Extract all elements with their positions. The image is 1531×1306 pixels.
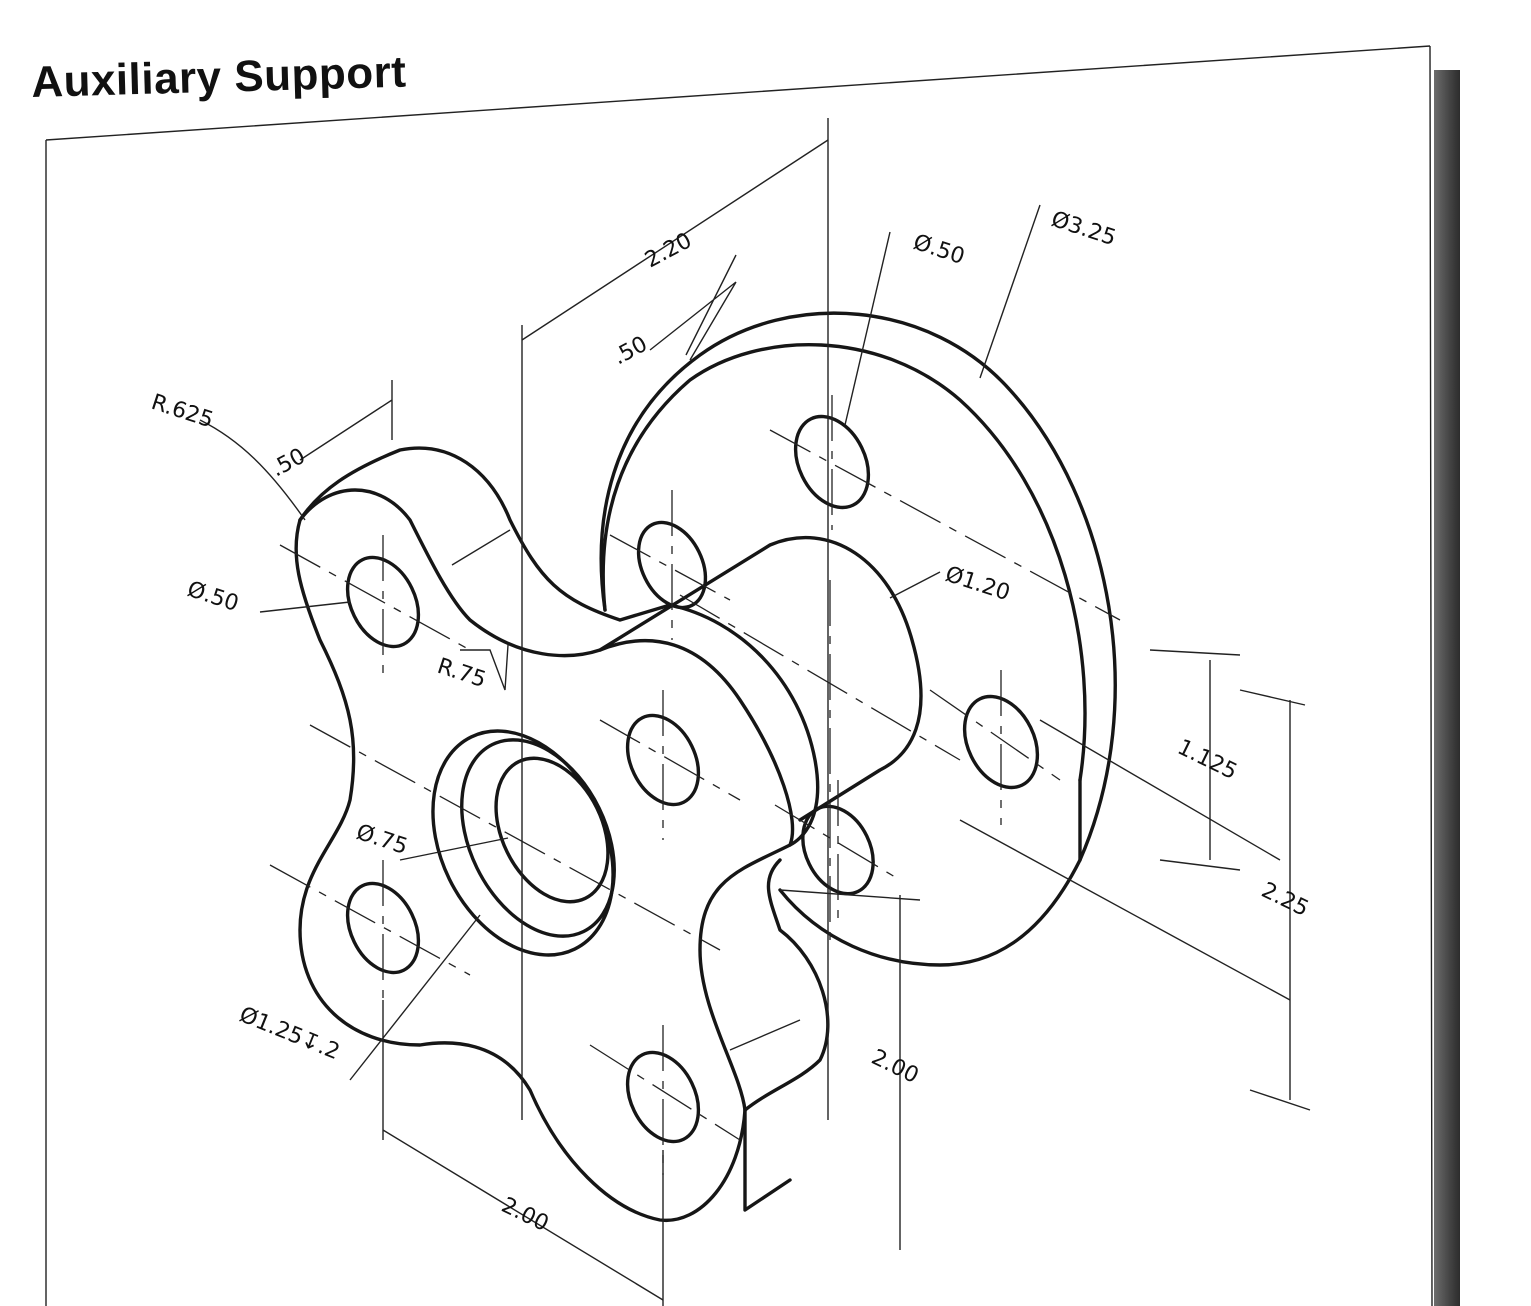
page-shadow-edge [1434, 70, 1460, 1306]
dim-flange-thickness: .50 [609, 332, 652, 371]
flange-disc [599, 311, 1117, 967]
dimension-labels: 2.20 .50 Ø.50 Ø3.25 R.625 .50 Ø.50 R.75 … [148, 207, 1312, 1237]
hole-bottom [625, 1050, 701, 1144]
dim-flange-hole-dia: Ø.50 [910, 230, 967, 270]
hole-flange-top [793, 414, 871, 510]
front-plate [294, 446, 830, 1223]
dim-plate-thickness: .50 [267, 444, 310, 483]
dim-bore-dia: Ø.75 [353, 820, 410, 860]
dimension-lines [199, 118, 1311, 1306]
hole-center [625, 713, 701, 807]
dim-fillet-radius: R.75 [434, 654, 489, 693]
hub-cylinder [598, 535, 923, 847]
hole-flange-bottom [801, 804, 875, 896]
dim-flange-dia: Ø3.25 [1048, 207, 1119, 251]
dim-vertical-height: 2.00 [867, 1045, 922, 1089]
dim-flange-hole-spacing: 2.25 [1257, 878, 1312, 922]
dim-horizontal-width: 2.00 [497, 1193, 552, 1237]
dim-hub-dia: Ø1.20 [942, 562, 1013, 606]
dim-hole-spacing: 1.125 [1173, 735, 1241, 785]
hole-flange-left [636, 520, 708, 610]
drawing-border [45, 45, 1433, 1306]
dim-lobe-radius: R.625 [148, 390, 216, 433]
center-lines [269, 395, 1121, 1175]
dim-overall-depth: 2.20 [641, 228, 696, 273]
hole-upper-left [345, 555, 421, 649]
bolt-holes [345, 414, 1040, 1144]
dim-plate-hole-dia: Ø.50 [184, 577, 241, 617]
dim-counterbore: Ø1.25↧.2 [236, 1002, 343, 1065]
counterbore [431, 729, 616, 957]
hole-lower-left [345, 881, 421, 975]
hole-flange-right [962, 694, 1040, 790]
front-plate-outline [294, 488, 795, 1223]
